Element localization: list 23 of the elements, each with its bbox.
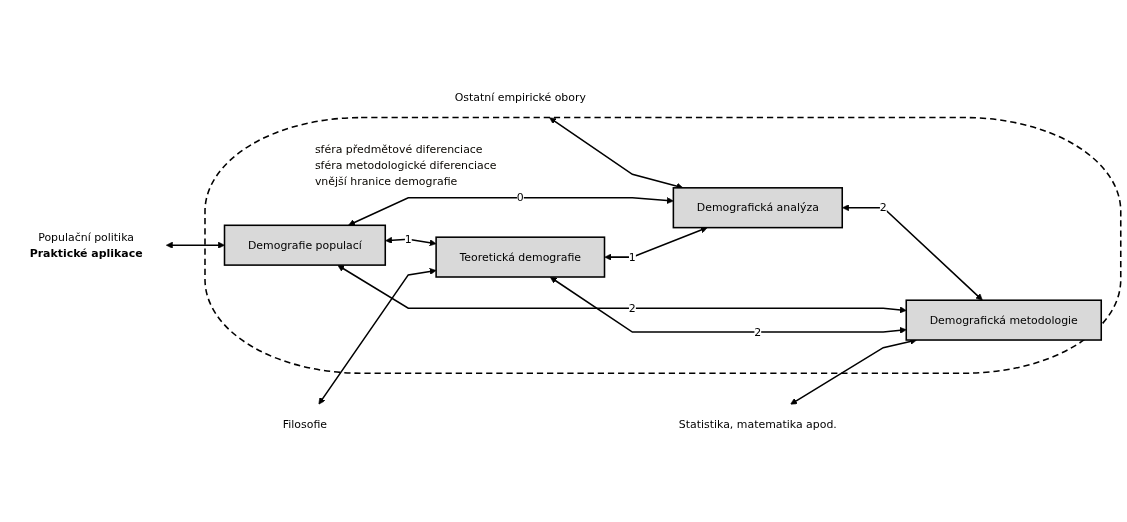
arrow <box>842 204 983 301</box>
edge-label: 1 <box>404 232 412 246</box>
node-text: Filosofie <box>282 417 327 431</box>
arrow <box>348 197 674 226</box>
node-text: Ostatní empirické obory <box>454 91 586 104</box>
arrow <box>550 276 907 334</box>
node-box: Demografie populací <box>223 224 387 266</box>
arrow <box>604 226 708 261</box>
arrow <box>165 241 225 249</box>
arrow <box>385 236 437 247</box>
edge-label: 1 <box>628 250 636 263</box>
edge-label: 0 <box>516 191 524 204</box>
arrow <box>318 268 437 405</box>
edge-label: 2 <box>754 325 762 338</box>
arrow <box>337 264 907 314</box>
edge-label: 2 <box>628 301 636 315</box>
node-box: Demografická metodologie <box>905 299 1102 341</box>
edge-label: 2 <box>879 201 887 214</box>
node-text: Statistika, matematika apod. <box>678 417 837 431</box>
node-box: Teoretická demografie <box>435 236 606 278</box>
node-text: Populační politika Praktické aplikace <box>29 230 143 260</box>
arrow <box>790 338 917 405</box>
node-box: Demografická analýza <box>672 187 843 229</box>
